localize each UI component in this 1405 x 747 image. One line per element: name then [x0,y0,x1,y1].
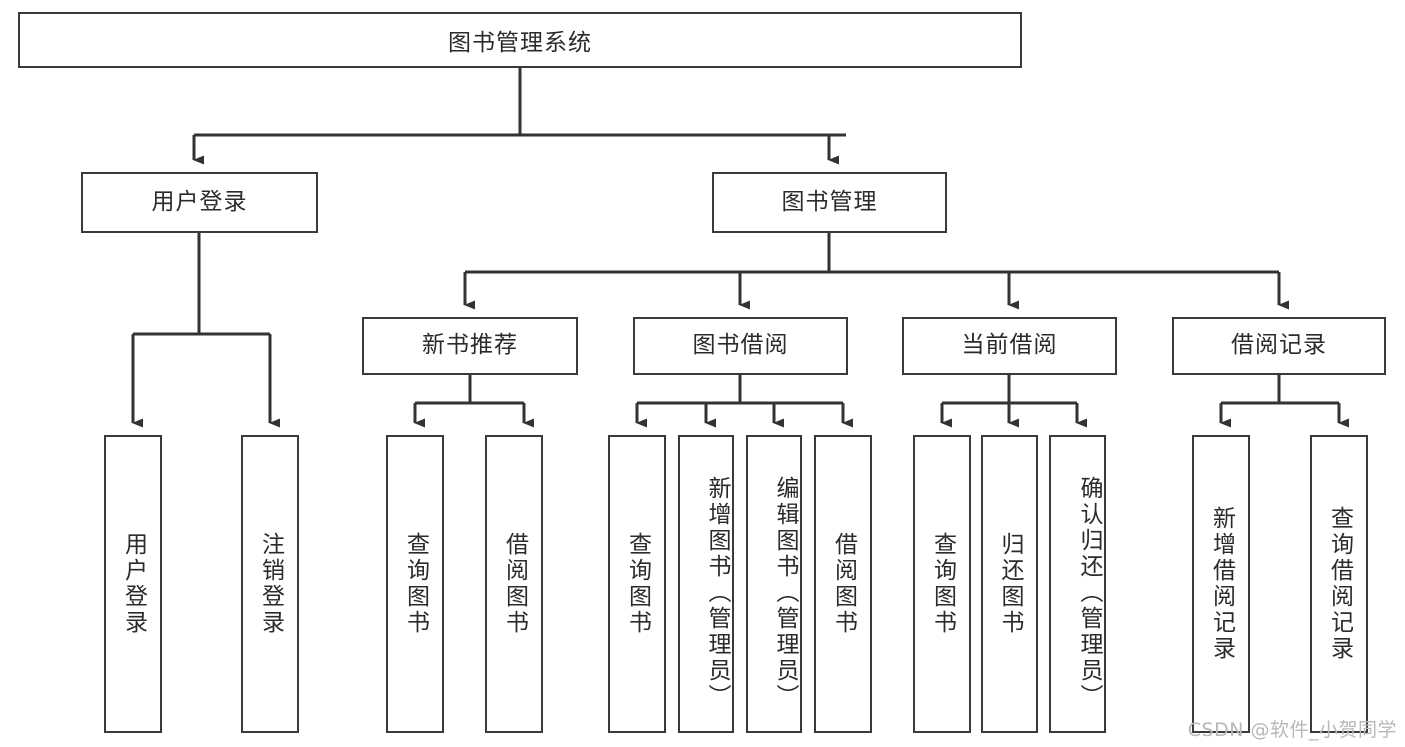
leaf-confirm-return-admin[interactable]: 确认归还（管理员） [1049,435,1106,733]
node-new-book-recommend[interactable]: 新书推荐 [362,317,578,375]
leaf-borrow-book-borrow[interactable]: 借阅图书 [814,435,872,733]
leaf-query-borrow-record[interactable]: 查询借阅记录 [1310,435,1368,733]
leaf-user-login[interactable]: 用户登录 [104,435,162,733]
leaf-add-book-admin[interactable]: 新增图书（管理员） [678,435,734,733]
node-borrow-record[interactable]: 借阅记录 [1172,317,1386,375]
node-book-borrow[interactable]: 图书借阅 [633,317,848,375]
leaf-add-borrow-record[interactable]: 新增借阅记录 [1192,435,1250,733]
leaf-query-book-current[interactable]: 查询图书 [913,435,971,733]
node-user-login[interactable]: 用户登录 [81,172,318,233]
node-current-borrow[interactable]: 当前借阅 [902,317,1117,375]
leaf-borrow-book-recommend[interactable]: 借阅图书 [485,435,543,733]
leaf-query-book-borrow[interactable]: 查询图书 [608,435,666,733]
node-root-system[interactable]: 图书管理系统 [18,12,1022,68]
leaf-edit-book-admin[interactable]: 编辑图书（管理员） [746,435,802,733]
leaf-query-book-recommend[interactable]: 查询图书 [386,435,444,733]
node-book-management[interactable]: 图书管理 [712,172,947,233]
leaf-logout-login[interactable]: 注销登录 [241,435,299,733]
leaf-return-book[interactable]: 归还图书 [981,435,1038,733]
